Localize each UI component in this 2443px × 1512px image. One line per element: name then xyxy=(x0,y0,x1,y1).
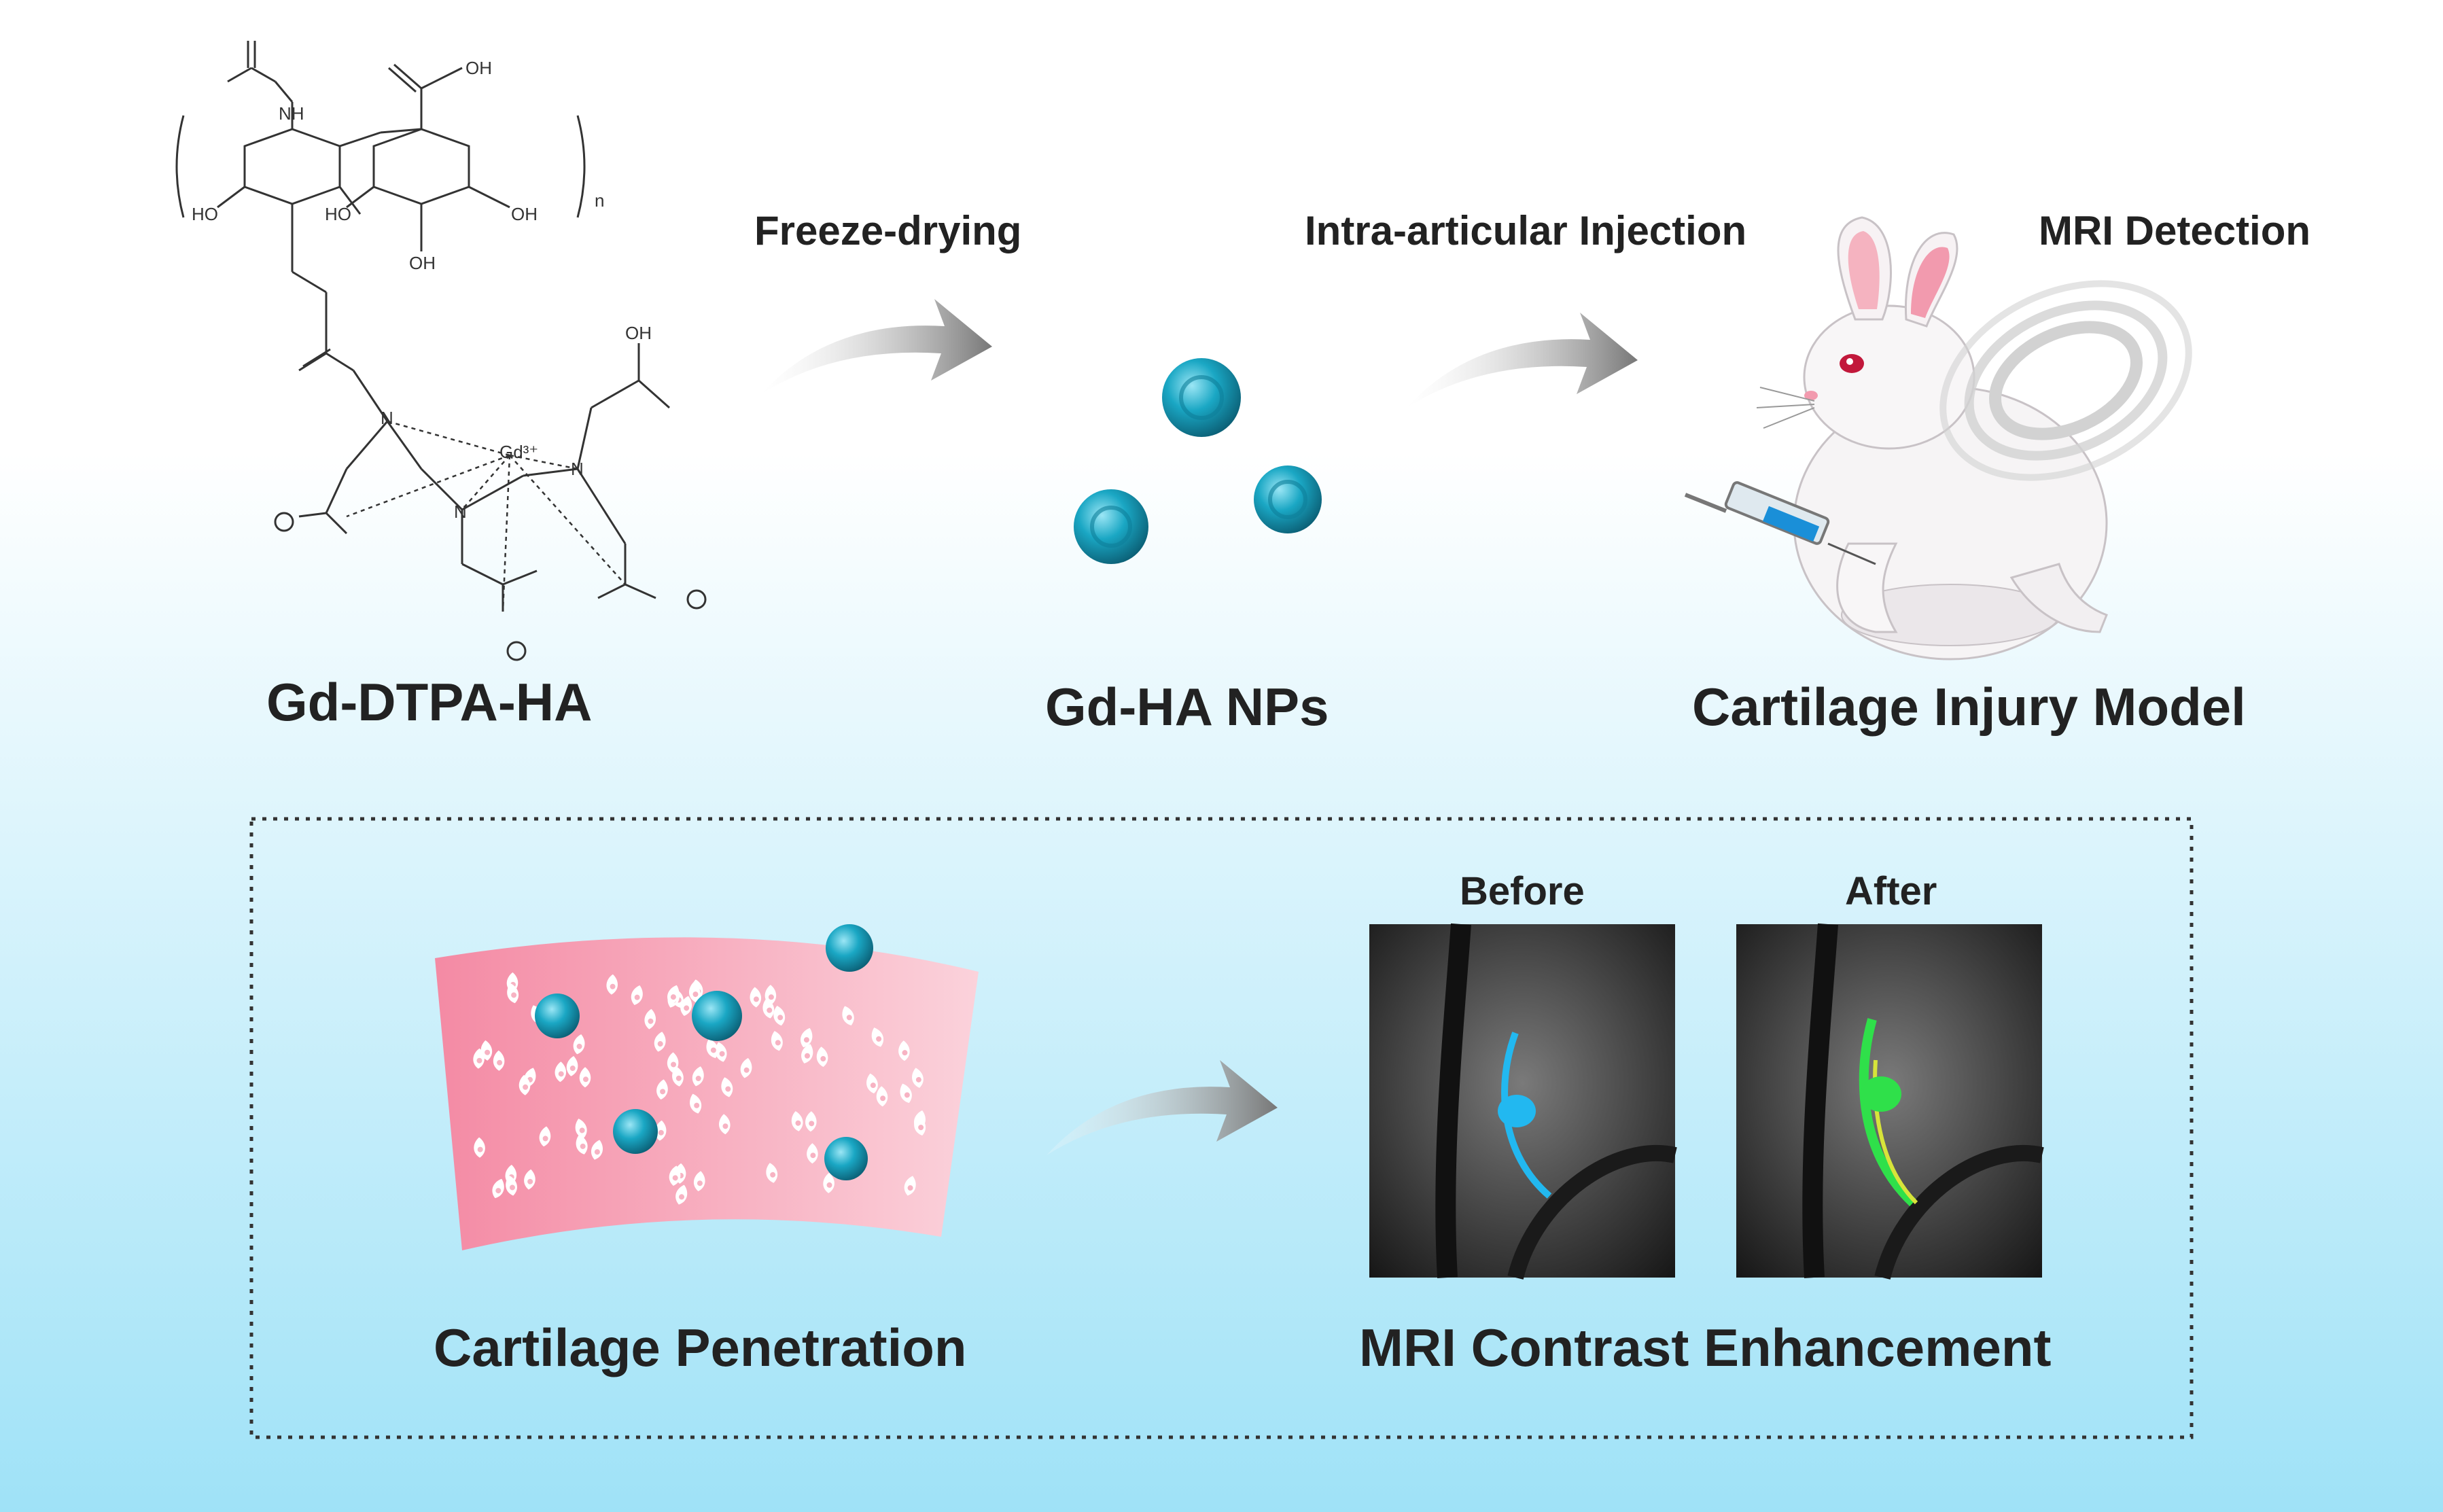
mri-after-image xyxy=(1736,923,2044,1280)
chem-oh-top: OH xyxy=(465,58,492,78)
lower-panel-frame xyxy=(249,817,2194,1439)
label-cartilage-penetration: Cartilage Penetration xyxy=(434,1318,967,1377)
chem-oh-ring: OH xyxy=(511,204,538,224)
label-after: After xyxy=(1845,869,1937,913)
label-gd-dtpa-ha: Gd-DTPA-HA xyxy=(266,672,593,732)
label-gd-ha-nps: Gd-HA NPs xyxy=(1045,677,1329,737)
step-injection: Intra-articular Injection xyxy=(1305,208,1747,253)
chem-n1: N xyxy=(381,408,393,428)
label-cartilage-injury-model: Cartilage Injury Model xyxy=(1692,677,2246,737)
step-freeze-drying: Freeze-drying xyxy=(754,208,1022,253)
chem-oh-bottom: OH xyxy=(409,253,436,273)
syringe-icon xyxy=(1684,481,1876,565)
nanoparticle xyxy=(1162,358,1241,437)
arrow-injection xyxy=(1407,313,1638,408)
nanoparticle xyxy=(692,991,742,1041)
nanoparticle-group xyxy=(1074,358,1322,564)
chem-n3: N xyxy=(571,459,584,479)
nanoparticle xyxy=(535,994,580,1038)
arrow-freeze-drying xyxy=(761,299,992,394)
chem-n2: N xyxy=(454,502,467,522)
step-mri-detection: MRI Detection xyxy=(2039,208,2311,253)
chem-oh-right: OH xyxy=(625,323,652,343)
chem-ho-left: HO xyxy=(192,204,218,224)
label-mri-contrast-enhancement: MRI Contrast Enhancement xyxy=(1359,1318,2052,1377)
nanoparticle xyxy=(1254,465,1322,533)
chem-n-repeat: n xyxy=(595,190,605,211)
nanoparticle xyxy=(824,1137,868,1180)
chem-nh: NH xyxy=(279,103,304,124)
nanoparticle xyxy=(613,1109,658,1154)
cartilage-tissue xyxy=(435,924,979,1250)
gd-dtpa-ha-structure xyxy=(175,41,707,661)
nanoparticle xyxy=(826,924,873,972)
label-before: Before xyxy=(1460,869,1585,913)
nanoparticle xyxy=(1074,489,1148,564)
mri-before-image xyxy=(1369,923,1677,1280)
chem-gd: Gd³⁺ xyxy=(499,442,539,462)
arrow-penetration xyxy=(1047,1060,1278,1155)
mri-wave-icon xyxy=(1939,280,2192,481)
chem-ho-mid: HO xyxy=(325,204,351,224)
